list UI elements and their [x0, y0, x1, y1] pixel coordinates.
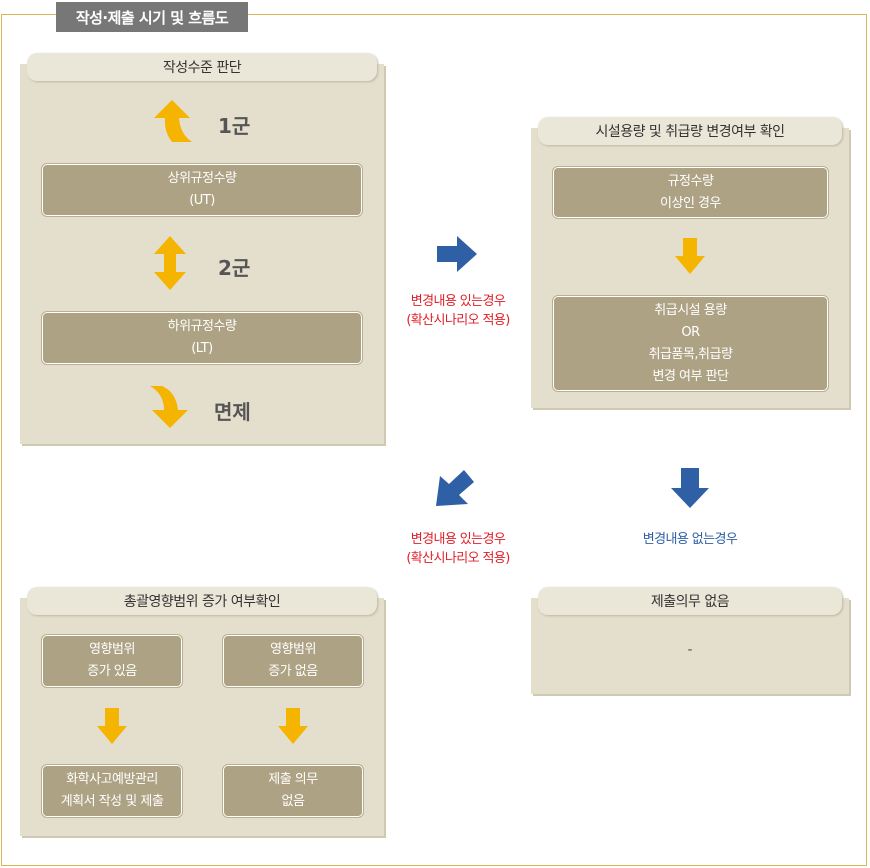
prevention-plan-line2: 계획서 작성 및 제출: [60, 794, 164, 809]
change-judge-line4: 변경 여부 판단: [652, 368, 729, 384]
threshold-exceed-line2: 이상인 경우: [660, 195, 721, 211]
change-note-down: 변경내용 있는경우 (확산시나리오 적용): [388, 530, 528, 568]
no-change-note: 변경내용 없는경우: [642, 532, 738, 547]
change-note-down-line1: 변경내용 있는경우: [410, 532, 506, 547]
impact-increase-line1: 영향범위: [89, 642, 135, 657]
double-vertical-arrow-icon: [154, 236, 186, 290]
group2-label: 2군: [218, 256, 251, 280]
no-duty-content: -: [687, 642, 693, 658]
facility-panel-header: 시설용량 및 취급량 변경여부 확인: [538, 117, 842, 145]
change-note-right-line1: 변경내용 있는경우: [410, 294, 506, 309]
impact-no-increase-box: 영향범위 증가 없음: [222, 634, 364, 688]
change-judge-box: 취급시설 용량 OR 취급품목,취급량 변경 여부 판단: [552, 295, 829, 392]
no-submission-line2: 없음: [281, 794, 305, 809]
down-arrow-icon-2: [97, 708, 127, 744]
prevention-plan-box: 화학사고예방관리 계획서 작성 및 제출: [41, 764, 183, 818]
change-note-down-line2: (확산시나리오 적용): [406, 551, 510, 566]
change-judge-line1: 취급시설 용량: [654, 302, 727, 318]
curved-up-arrow-icon: [154, 100, 192, 142]
impact-no-increase-line1: 영향범위: [270, 642, 316, 657]
down-arrow-icon-1: [675, 238, 705, 274]
group1-label: 1군: [218, 114, 251, 138]
upper-threshold-line1: 상위규정수량: [167, 171, 237, 186]
change-judge-line3: 취급품목,취급량: [648, 346, 733, 362]
change-note-right-line2: (확산시나리오 적용): [406, 313, 510, 328]
change-note-right: 변경내용 있는경우 (확산시나리오 적용): [388, 292, 528, 330]
no-submission-line1: 제출 의무: [268, 772, 318, 787]
lower-threshold-line1: 하위규정수량: [167, 319, 237, 334]
impact-panel-header: 총괄영향범위 증가 여부확인: [27, 587, 377, 615]
blue-down-arrow-icon: [671, 468, 709, 508]
curved-down-arrow-icon: [150, 386, 188, 428]
no-submission-box: 제출 의무 없음: [222, 764, 364, 818]
diagram-frame: [1, 14, 867, 866]
upper-threshold-line2: (UT): [189, 193, 215, 208]
impact-increase-box: 영향범위 증가 있음: [41, 634, 183, 688]
diagonal-down-left-arrow-icon: [436, 470, 474, 506]
right-arrow-icon: [437, 236, 477, 272]
threshold-exceed-box: 규정수량 이상인 경우: [552, 166, 829, 219]
change-judge-line2: OR: [681, 324, 700, 340]
no-duty-panel-header: 제출의무 없음: [538, 587, 842, 615]
impact-increase-line2: 증가 있음: [87, 664, 137, 679]
lower-threshold-box: 하위규정수량 (LT): [41, 311, 363, 365]
upper-threshold-box: 상위규정수량 (UT): [41, 163, 363, 217]
impact-no-increase-line2: 증가 없음: [268, 664, 318, 679]
exempt-label: 면제: [214, 400, 251, 424]
level-panel-header: 작성수준 판단: [27, 53, 377, 81]
lower-threshold-line2: (LT): [191, 341, 213, 356]
down-arrow-icon-3: [278, 708, 308, 744]
level-panel: [20, 64, 384, 444]
threshold-exceed-line1: 규정수량: [667, 173, 714, 189]
prevention-plan-line1: 화학사고예방관리: [66, 772, 158, 787]
diagram-title: 작성·제출 시기 및 흐름도: [56, 2, 248, 32]
